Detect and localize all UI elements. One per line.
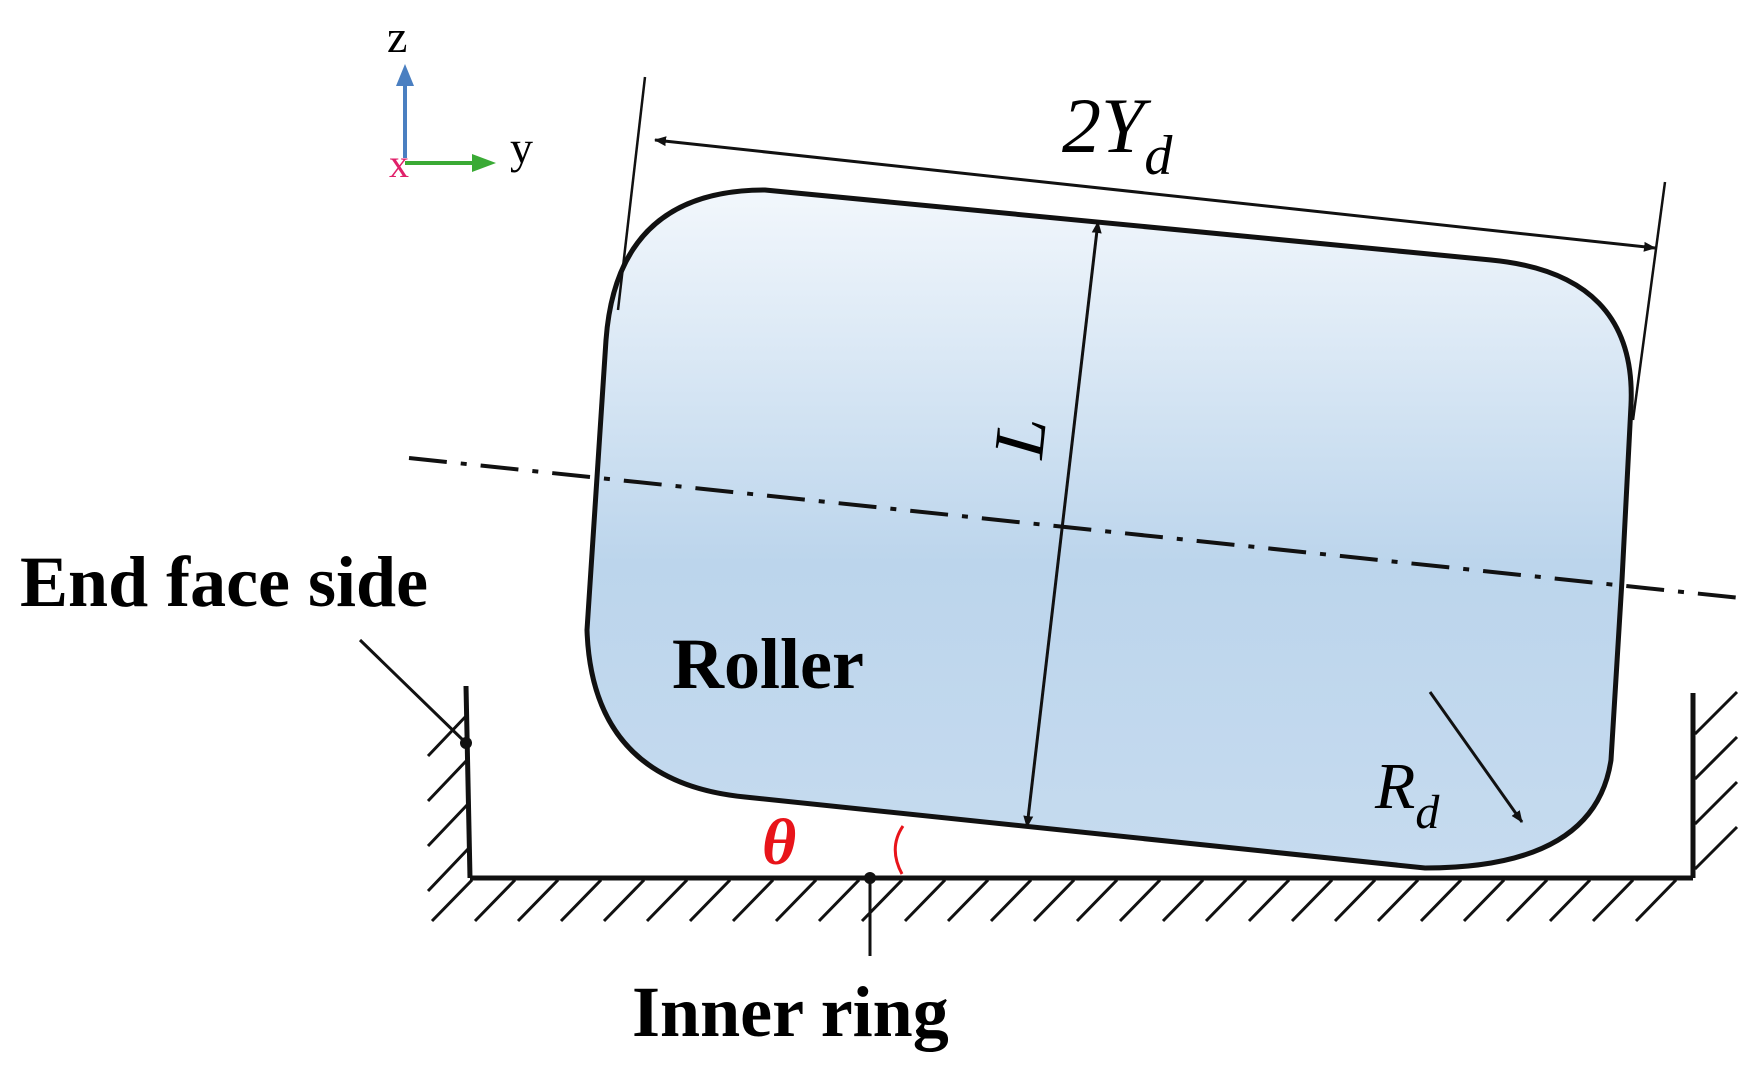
hatch-mark: [516, 878, 560, 923]
z-axis-arrowhead: [396, 64, 414, 86]
hatch-mark: [946, 878, 990, 923]
hatch-mark: [1032, 878, 1076, 923]
hatch-mark: [645, 878, 689, 923]
end-face-leader: [358, 638, 472, 749]
width-extension-left: [616, 76, 647, 311]
hatch-mark: [602, 878, 646, 923]
y-axis-arrowhead: [472, 154, 496, 172]
left-wall-hatching: [426, 712, 470, 893]
hatch-mark: [1419, 878, 1463, 923]
end-face-leader-dot: [460, 737, 472, 749]
hatch-mark: [1693, 825, 1739, 871]
radius-arrow: [1428, 691, 1524, 823]
radius-dimension: Rd: [1374, 691, 1524, 839]
hatch-mark: [1247, 878, 1291, 923]
hatch-mark: [860, 878, 904, 923]
length-label: L: [978, 413, 1062, 462]
inner-ring-leader-dot: [864, 872, 876, 884]
inner-ring-left-wall: [463, 685, 473, 879]
inner-ring-label: Inner ring: [632, 972, 949, 1052]
hatch-mark: [731, 878, 775, 923]
tilt-angle: θ: [762, 806, 905, 879]
width-label: 2Y: [1062, 82, 1152, 169]
length-dimension-line: [1023, 221, 1102, 828]
hatch-mark: [1290, 878, 1334, 923]
hatch-mark: [774, 878, 818, 923]
hatch-mark: [1634, 878, 1678, 923]
hatch-mark: [430, 878, 474, 923]
hatch-mark: [426, 802, 470, 848]
roller-body: [584, 187, 1634, 871]
hatch-mark: [1591, 878, 1635, 923]
hatch-mark: [1693, 690, 1739, 736]
inner-ring-leader: [864, 872, 876, 956]
length-dimension: L: [978, 221, 1102, 828]
inner-ring: [426, 685, 1739, 923]
hatch-mark: [1505, 878, 1549, 923]
hatch-mark: [1118, 878, 1162, 923]
hatch-mark: [426, 847, 470, 893]
hatch-mark: [1333, 878, 1377, 923]
hatch-mark: [473, 878, 517, 923]
hatch-mark: [817, 878, 861, 923]
floor-hatching: [430, 878, 1678, 923]
width-extension-right: [1631, 181, 1667, 421]
hatch-mark: [1204, 878, 1248, 923]
x-axis-label: x: [389, 141, 409, 186]
angle-arc: [893, 825, 905, 875]
hatch-mark: [1075, 878, 1119, 923]
z-axis-label: z: [387, 11, 407, 62]
hatch-mark: [989, 878, 1033, 923]
coordinate-triad: z y x: [387, 11, 533, 186]
width-dimension: 2Yd: [616, 76, 1667, 421]
hatch-mark: [903, 878, 947, 923]
hatch-mark: [1693, 780, 1739, 826]
hatch-mark: [426, 757, 470, 803]
hatch-mark: [559, 878, 603, 923]
hatch-mark: [1462, 878, 1506, 923]
radius-label: R: [1374, 750, 1415, 823]
angle-label: θ: [762, 806, 796, 879]
svg-text:2Yd: 2Yd: [1062, 82, 1173, 187]
hatch-mark: [1161, 878, 1205, 923]
width-label-subscript: d: [1144, 125, 1173, 187]
hatch-mark: [1548, 878, 1592, 923]
right-wall-hatching: [1693, 690, 1739, 871]
hatch-mark: [426, 712, 470, 758]
width-dimension-line: [654, 136, 1656, 252]
hatch-mark: [688, 878, 732, 923]
end-face-side-label: End face side: [20, 542, 428, 622]
svg-text:Rd: Rd: [1374, 750, 1440, 839]
end-face-leader-line: [358, 638, 468, 745]
hatch-mark: [1376, 878, 1420, 923]
roller-label: Roller: [672, 624, 864, 704]
radius-label-subscript: d: [1415, 786, 1440, 839]
y-axis-label: y: [510, 122, 533, 173]
hatch-mark: [1693, 735, 1739, 781]
